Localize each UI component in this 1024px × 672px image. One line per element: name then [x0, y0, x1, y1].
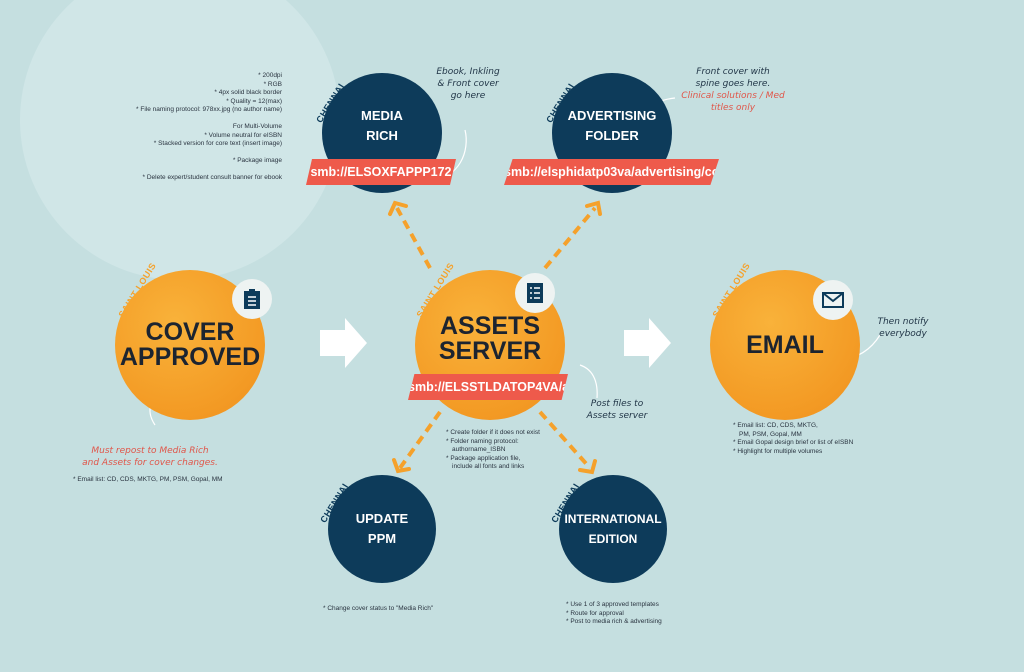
email-list: * Email list: CD, CDS, MKTG, PM, PSM, Go… — [733, 422, 854, 455]
advertising-path: smb://elsphidatp03va/advertising/covers — [504, 159, 719, 185]
ppm-list: * Change cover status to "Media Rich" — [323, 605, 434, 612]
international-list: * Use 1 of 3 approved templates* Route f… — [566, 601, 662, 625]
arrow-assets-to-advertising — [543, 206, 597, 270]
cover-email-list: * Email list: CD, CDS, MKTG, PM, PSM, Go… — [73, 476, 223, 483]
envelope-icon — [813, 280, 853, 320]
arrow-assets-to-international — [538, 410, 592, 470]
arrow-right-2 — [624, 318, 671, 368]
clipboard-icon — [232, 279, 272, 319]
arrow-right-1 — [320, 318, 367, 368]
assets-server-path: smb://ELSSTLDATOP4VA/assets — [408, 374, 568, 400]
media-rich-path: smb://ELSOXFAPPP172 — [306, 159, 456, 185]
arrow-assets-to-media-rich — [395, 207, 432, 269]
assets-list: * Create folder if it does not exist* Fo… — [446, 429, 540, 470]
media-rich-specs: * 200dpi* RGB* 4px solid black border* Q… — [136, 72, 282, 181]
highlight-halo — [20, 0, 340, 280]
document-icon — [515, 273, 555, 313]
arrow-assets-to-ppm — [398, 410, 442, 470]
